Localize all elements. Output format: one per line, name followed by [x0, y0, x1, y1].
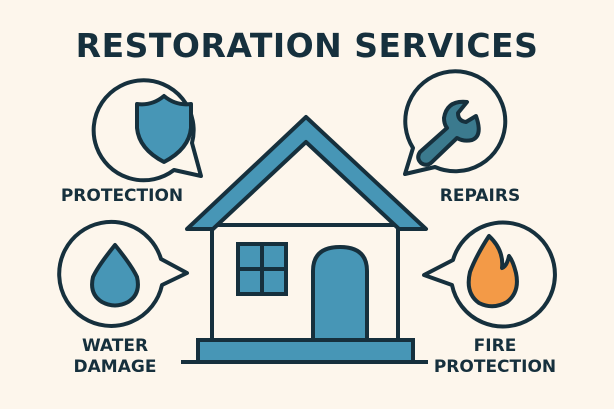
shield-icon [135, 94, 193, 164]
water-drop-icon [90, 243, 140, 308]
page-title: RESTORATION SERVICES [75, 26, 539, 65]
wrench-icon [416, 99, 481, 167]
repairs-label: REPAIRS [439, 186, 521, 206]
water-damage-label: WATER DAMAGE [73, 336, 157, 377]
flame-icon [466, 234, 519, 309]
house-icon [181, 115, 428, 364]
fire-protection-label: FIRE PROTECTION [433, 336, 557, 377]
protection-label: PROTECTION [60, 186, 184, 206]
